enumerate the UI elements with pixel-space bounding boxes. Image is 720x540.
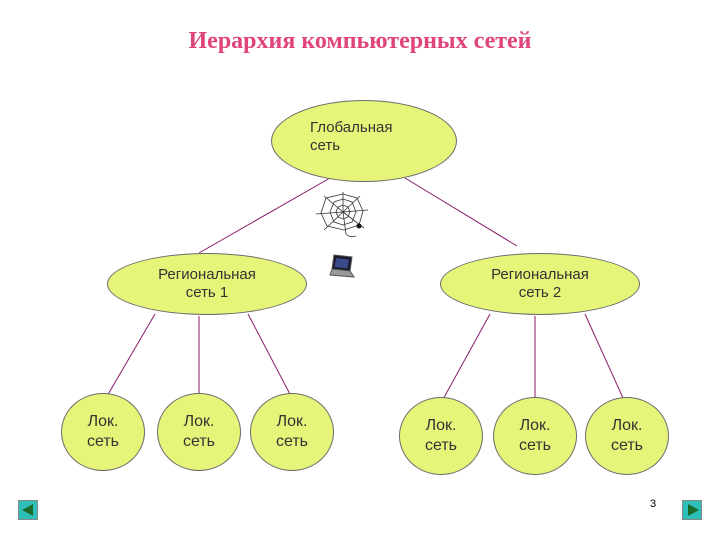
local-network-node: Лок. сеть [399,397,483,475]
local-network-node: Лок. сеть [493,397,577,475]
connector-reg1-loc3 [247,313,293,399]
connector-reg2-loc1 [440,313,491,404]
local-network-node: Лок. сеть [585,397,669,475]
regional-network-label-line2: сеть 1 [185,284,229,301]
prev-arrow-icon [22,504,33,516]
local-network-node: Лок. сеть [250,393,334,471]
local-network-label-line1: Лок. [519,417,551,434]
laptop-icon [329,254,355,278]
local-network-label-line1: Лок. [87,413,119,430]
page-title: Иерархия компьютерных сетей [188,28,532,54]
local-network-label-line1: Лок. [183,413,215,430]
local-network-label-line2: сеть [275,433,309,450]
spider-web-icon [315,192,369,238]
connector-global-reg2 [404,177,518,247]
local-network-label-line1: Лок. [276,413,308,430]
regional-network-label-line1: Региональная [491,266,589,283]
global-network-label-line2: сеть [310,137,341,154]
local-network-label-line2: сеть [518,437,552,454]
local-network-label-line2: сеть [610,437,644,454]
next-slide-button[interactable] [682,500,702,520]
local-network-node: Лок. сеть [61,393,145,471]
connector-reg1-loc1 [102,313,156,404]
connector-global-reg1 [198,177,331,254]
local-network-label-line1: Лок. [425,417,457,434]
regional-network-label-line2: сеть 2 [518,284,562,301]
next-arrow-icon [688,504,699,516]
local-network-label-line2: сеть [86,433,120,450]
regional-network-2-node: Региональная сеть 2 [440,253,640,315]
global-network-node: Глобальная сеть [271,100,457,182]
local-network-label-line1: Лок. [611,417,643,434]
connector-reg2-loc3 [584,313,624,399]
local-network-label-line2: сеть [424,437,458,454]
global-network-label-line1: Глобальная [310,119,393,136]
prev-slide-button[interactable] [18,500,38,520]
regional-network-1-node: Региональная сеть 1 [107,253,307,315]
page-number: 3 [650,498,657,510]
regional-network-label-line1: Региональная [158,266,256,283]
local-network-label-line2: сеть [182,433,216,450]
local-network-node: Лок. сеть [157,393,241,471]
